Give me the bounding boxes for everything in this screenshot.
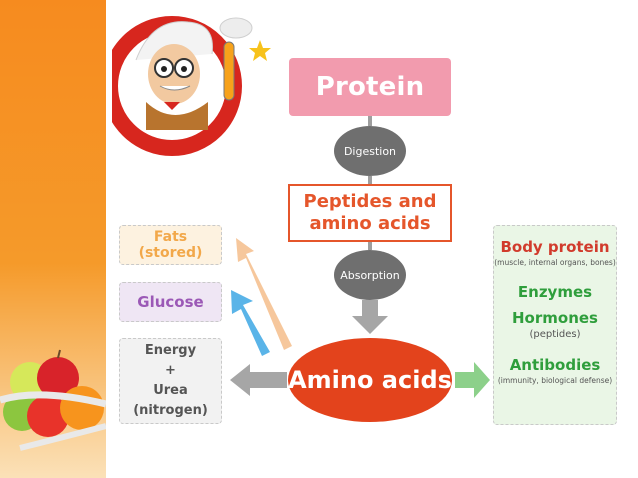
- absorption-step: Absorption: [334, 250, 406, 300]
- fats-output-box: Fats (stored): [119, 225, 222, 265]
- amino-acids-node: Amino acids: [288, 338, 452, 422]
- glucose-output-box: Glucose: [119, 282, 222, 322]
- body-uses-box: Body protein (muscle, internal organs, b…: [493, 225, 617, 425]
- antibodies-sublabel: (immunity, biological defense): [497, 376, 613, 385]
- fruit-illustration: [0, 349, 106, 451]
- hormones-sublabel: (peptides): [529, 329, 581, 340]
- professor-protein-logo: [112, 16, 271, 156]
- plus-sign: +: [165, 362, 176, 378]
- peptides-label-line1: Peptides and: [303, 190, 437, 212]
- peptides-label-line2: amino acids: [309, 213, 431, 234]
- energy-label: Energy: [144, 342, 197, 358]
- enzymes-label: Enzymes: [517, 283, 593, 301]
- energy-output-box: Energy + Urea (nitrogen): [119, 338, 222, 424]
- antibodies-label: Antibodies: [509, 356, 601, 374]
- digestion-step: Digestion: [334, 126, 406, 176]
- protein-node: Protein: [289, 58, 451, 116]
- urea-label: Urea (nitrogen): [133, 383, 208, 419]
- body-protein-sublabel: (muscle, internal organs, bones): [494, 258, 616, 267]
- hormones-label: Hormones: [512, 309, 598, 327]
- body-protein-label: Body protein: [500, 238, 610, 256]
- peptides-node: Peptides and amino acids: [288, 184, 452, 242]
